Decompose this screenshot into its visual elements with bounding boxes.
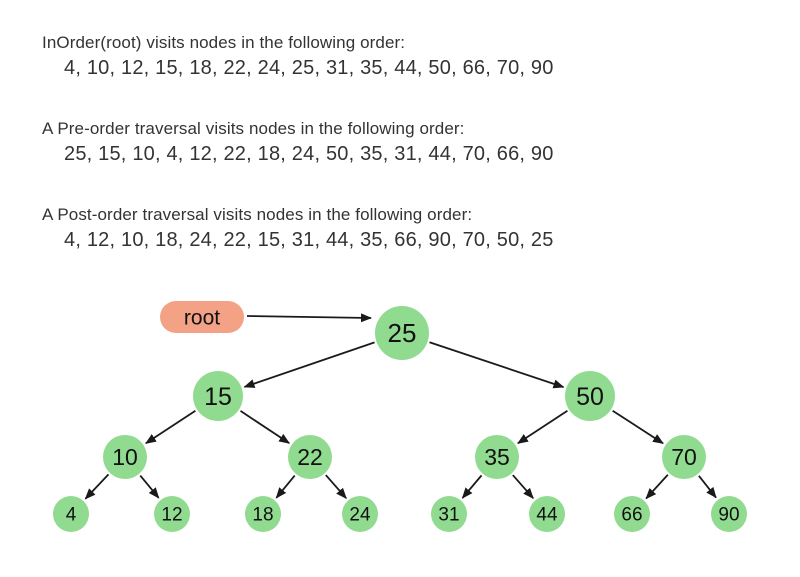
preorder-sequence: 25, 15, 10, 4, 12, 22, 18, 24, 50, 35, 3…: [64, 143, 554, 165]
tree-node-label-18: 18: [252, 505, 273, 526]
tree-node-circle-44: [529, 496, 565, 532]
tree-node-circle-18: [245, 496, 281, 532]
tree-node-label-22: 22: [297, 444, 323, 470]
tree-node-circle-90: [711, 496, 747, 532]
tree-edge-10-12: [139, 474, 160, 499]
tree-edge-15-22: [240, 410, 290, 444]
tree-node-circle-66: [614, 496, 650, 532]
preorder-heading: A Pre-order traversal visits nodes in th…: [42, 119, 465, 138]
tree-node-label-4: 4: [66, 505, 77, 526]
tree-node-circle-15: [193, 371, 243, 421]
tree-node-label-25: 25: [388, 318, 417, 348]
tree-node-label-90: 90: [718, 505, 739, 526]
tree-node-circle-12: [154, 496, 190, 532]
tree-node-circle-4: [53, 496, 89, 532]
tree-node-label-31: 31: [438, 505, 459, 526]
tree-node-circle-50: [565, 371, 615, 421]
tree-edge-10-4: [84, 473, 110, 500]
tree-edge-50-35: [517, 410, 568, 445]
tree-node-label-15: 15: [204, 383, 232, 411]
tree-edge-35-44: [512, 474, 534, 499]
tree-node-label-10: 10: [112, 444, 138, 470]
tree-node-circle-31: [431, 496, 467, 532]
inorder-heading: InOrder(root) visits nodes in the follow…: [42, 33, 406, 52]
traversal-block-preorder: A Pre-order traversal visits nodes in th…: [42, 117, 742, 168]
tree-edge-50-70: [612, 409, 664, 445]
tree-node-label-66: 66: [621, 505, 642, 526]
root-pointer-arrow: [246, 313, 372, 323]
tree-edge-35-31: [461, 474, 483, 499]
tree-node-circle-70: [662, 435, 706, 479]
postorder-heading: A Post-order traversal visits nodes in t…: [42, 205, 473, 224]
tree-node-label-70: 70: [671, 444, 697, 470]
traversal-block-postorder: A Post-order traversal visits nodes in t…: [42, 203, 742, 254]
traversal-block-inorder: InOrder(root) visits nodes in the follow…: [42, 31, 742, 82]
root-pointer-label: root: [184, 306, 220, 329]
tree-node-circle-22: [288, 435, 332, 479]
tree-edge-25-15: [243, 341, 375, 388]
tree-node-circle-35: [475, 435, 519, 479]
tree-node-circle-25: [375, 306, 429, 360]
tree-edge-25-50: [429, 341, 565, 389]
tree-node-label-24: 24: [349, 505, 371, 526]
tree-edge-22-18: [275, 474, 296, 499]
postorder-sequence: 4, 12, 10, 18, 24, 22, 15, 31, 44, 35, 6…: [64, 229, 554, 251]
tree-node-label-44: 44: [536, 505, 558, 526]
tree-node-circle-24: [342, 496, 378, 532]
tree-node-label-50: 50: [576, 383, 604, 411]
tree-node-circle-10: [103, 435, 147, 479]
tree-edge-70-90: [698, 475, 717, 499]
tree-edge-22-24: [325, 474, 347, 499]
root-pointer: root: [160, 301, 372, 333]
tree-edges: [84, 341, 717, 500]
root-pointer-pill: [160, 301, 244, 333]
tree-edge-70-66: [645, 474, 669, 500]
tree-nodes: 25 15 50 10 22 35 70 4 12 18 24 31 44 66 90: [53, 306, 747, 532]
inorder-sequence: 4, 10, 12, 15, 18, 22, 24, 25, 31, 35, 4…: [64, 57, 554, 79]
tree-edge-15-10: [145, 410, 196, 445]
tree-node-label-35: 35: [484, 444, 510, 470]
tree-node-label-12: 12: [161, 505, 182, 526]
